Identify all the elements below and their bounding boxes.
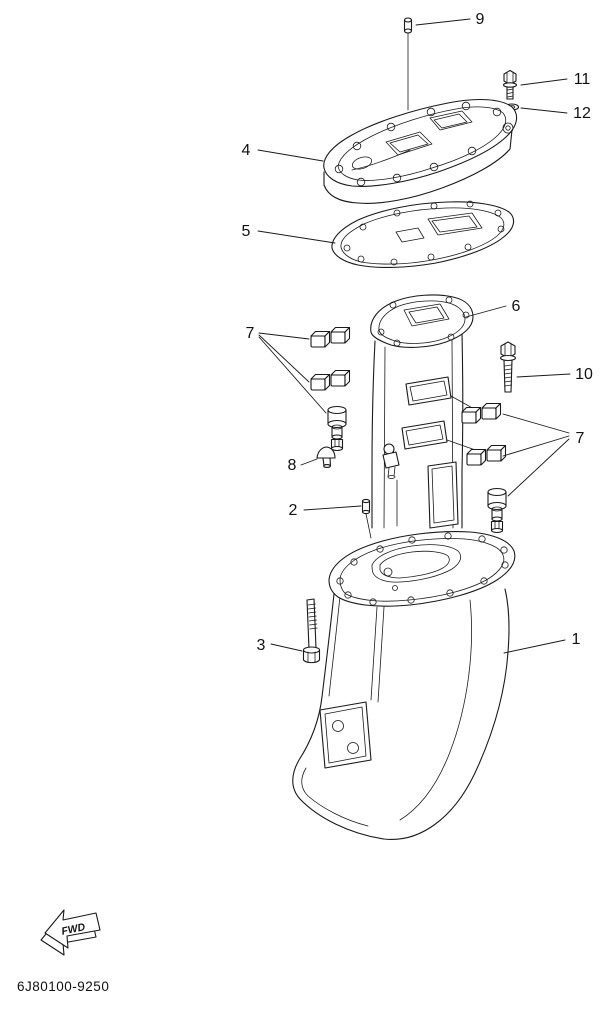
damper-block-tall — [427, 461, 459, 529]
part-6-muffler-assembly — [370, 294, 474, 529]
casing-body-silhouette — [292, 588, 510, 840]
callout-7-right: 7 — [576, 430, 585, 447]
callout-9: 9 — [476, 11, 485, 28]
top-flange — [370, 294, 474, 348]
callout-7-left: 7 — [246, 325, 255, 342]
part-8-plug — [316, 446, 336, 468]
water-tube-fitting — [382, 443, 400, 527]
casing-top-flange — [328, 531, 516, 607]
part-3-bolt — [302, 598, 321, 664]
callout-8: 8 — [288, 457, 297, 474]
bushing-stack-left — [327, 405, 347, 452]
part-11-bolt — [502, 69, 518, 100]
callout-6: 6 — [512, 298, 521, 315]
bolt-head — [500, 341, 516, 359]
part-7-mounts-left — [310, 326, 351, 452]
part-1-upper-casing — [292, 531, 516, 840]
part-2-pin — [361, 498, 371, 515]
callout-10: 10 — [575, 366, 593, 383]
callout-11: 11 — [574, 71, 591, 88]
side-bracket — [319, 701, 372, 769]
callout-12: 12 — [573, 105, 591, 122]
damper-block-upper — [405, 376, 452, 406]
part-4-exhaust-guide — [323, 99, 518, 204]
part-10-bolt — [499, 341, 517, 393]
callout-5: 5 — [242, 223, 251, 240]
callout-labels: 9 11 12 4 5 6 7 10 7 8 2 3 1 — [242, 11, 593, 654]
callout-2: 2 — [289, 502, 298, 519]
bolt-head — [302, 646, 321, 654]
damper-block-lower — [401, 420, 448, 450]
callout-4: 4 — [242, 142, 251, 159]
bushing-stack-right — [487, 487, 507, 534]
part-code-label: 6J80100-9250 — [17, 979, 109, 994]
callout-3: 3 — [257, 637, 266, 654]
fwd-label: FWD — [60, 921, 86, 938]
fwd-arrow-icon: FWD — [40, 909, 101, 956]
part-7-mounts-right — [461, 402, 507, 534]
leader-lines — [257, 18, 571, 654]
part-9-pin — [403, 17, 413, 34]
part-5-gasket — [331, 200, 515, 269]
callout-1: 1 — [572, 631, 581, 648]
